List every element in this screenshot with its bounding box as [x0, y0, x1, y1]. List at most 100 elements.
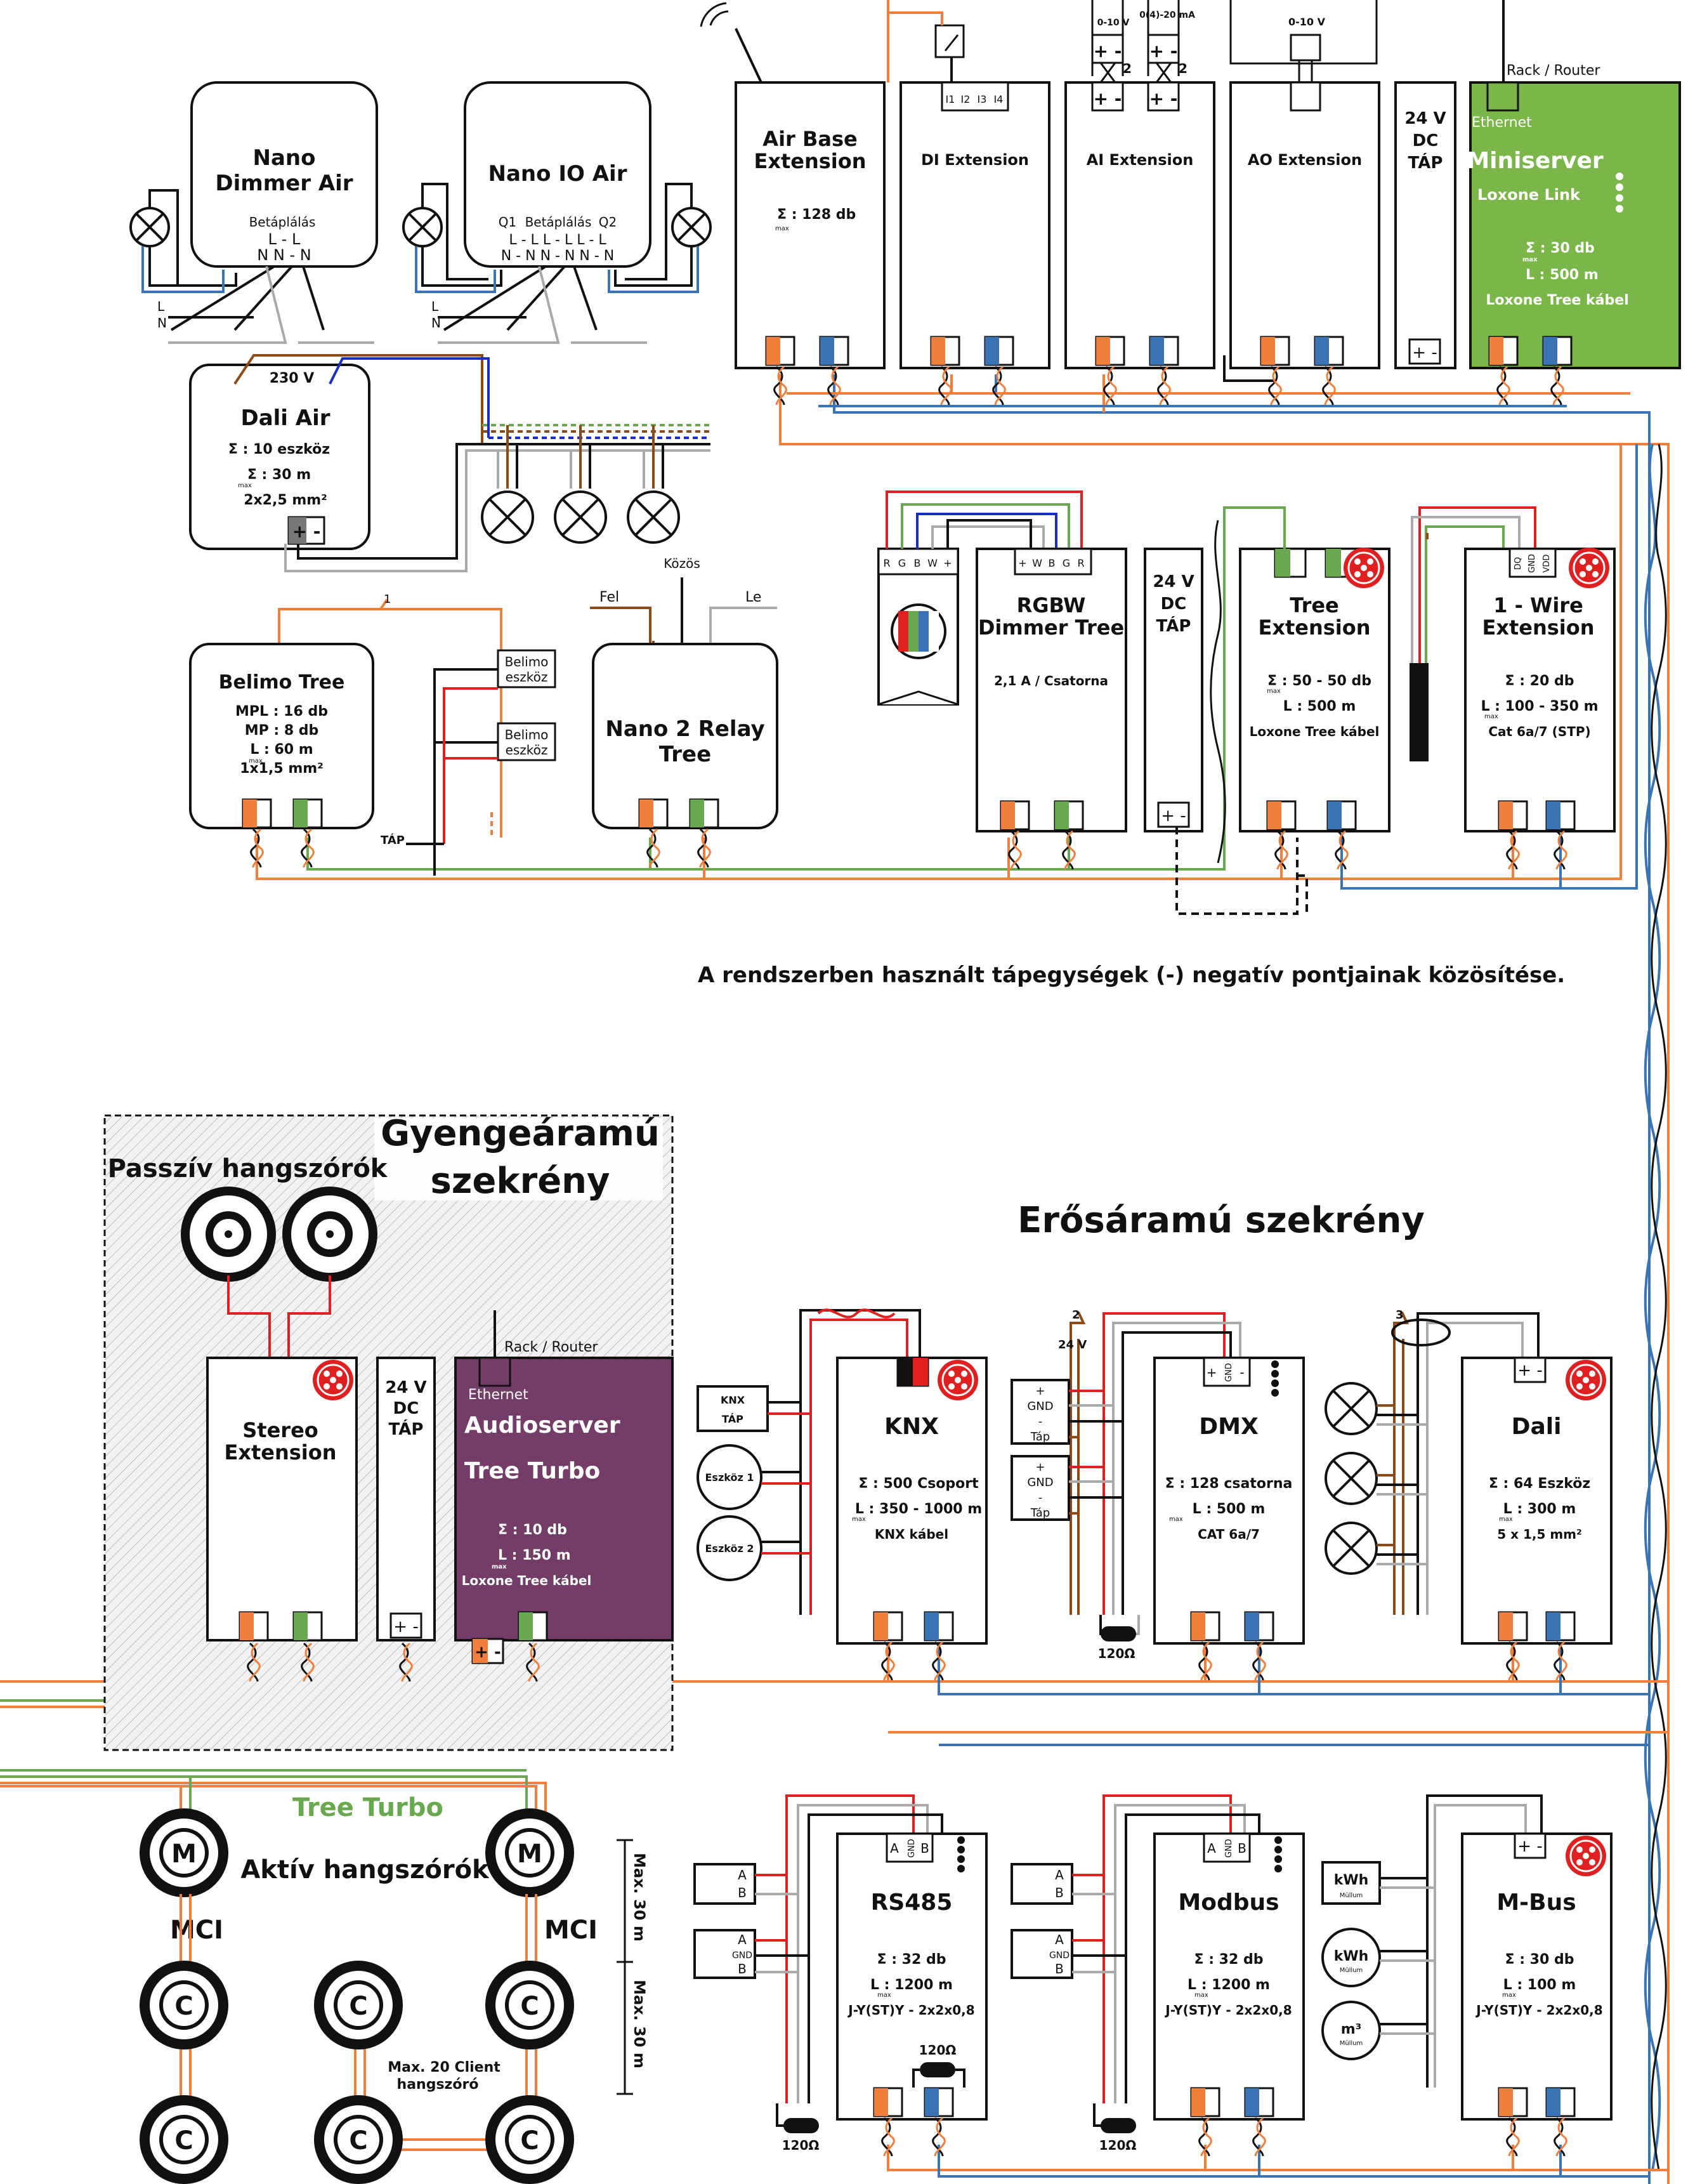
svg-text:GND: GND [1027, 1400, 1053, 1413]
svg-text:G: G [1063, 557, 1070, 569]
dali-extension: 3 + - Dali Σ : 64 Eszköz max L : 300 m 5… [1325, 1308, 1613, 1645]
svg-text:+ -: + - [1517, 1361, 1542, 1380]
svg-text:TÁP: TÁP [381, 833, 405, 847]
svg-text:Müllum: Müllum [1340, 1967, 1363, 1974]
rgbw-strip: R G B W + [877, 490, 1083, 706]
miniserver: Rack / Router Ethernet Miniserver Loxone… [1467, 0, 1681, 369]
svg-text:B: B [1055, 1961, 1064, 1977]
audioserver: Rack / Router Ethernet Audioserver Tree … [454, 1310, 674, 1683]
svg-text:2: 2 [1179, 61, 1187, 76]
svg-text:Σ : 32 db: Σ : 32 db [877, 1952, 946, 1968]
svg-text:Tree Turbo: Tree Turbo [292, 1793, 443, 1822]
tree-bus-right-riser [1644, 444, 1667, 2171]
svg-text:AO Extension: AO Extension [1248, 151, 1362, 169]
svg-text:I2: I2 [961, 93, 971, 105]
svg-text:CAT 6a/7: CAT 6a/7 [1198, 1527, 1260, 1542]
svg-text:Σ : 128 db: Σ : 128 db [777, 207, 856, 223]
svg-text:max: max [1502, 1992, 1516, 1999]
svg-text:B: B [1238, 1841, 1246, 1856]
svg-text:24 V: 24 V [385, 1378, 426, 1397]
speaker-m-icon: M [485, 1808, 574, 1897]
svg-text:TÁP: TÁP [1408, 152, 1443, 173]
svg-text:szekrény: szekrény [430, 1161, 610, 1202]
svg-text:Gyengeáramú: Gyengeáramú [381, 1113, 660, 1154]
svg-text:2x2,5 mm²: 2x2,5 mm² [244, 492, 327, 508]
svg-text:+ -: + - [1094, 41, 1122, 62]
svg-text:0(4)-20 mA: 0(4)-20 mA [1139, 10, 1195, 20]
svg-text:eszköz: eszköz [506, 742, 548, 758]
svg-text:-: - [1038, 1415, 1043, 1428]
svg-text:max: max [852, 1516, 866, 1523]
svg-text:Modbus: Modbus [1178, 1890, 1279, 1916]
svg-text:A: A [1207, 1841, 1216, 1856]
svg-text:C: C [520, 1992, 539, 2021]
svg-text:24 V: 24 V [1153, 572, 1194, 591]
svg-text:Dali: Dali [1512, 1414, 1562, 1440]
svg-text:L : 500 m: L : 500 m [1283, 699, 1356, 714]
svg-text:Extension: Extension [224, 1440, 336, 1464]
svg-text:+: + [1035, 1385, 1045, 1398]
tree-bus-top [779, 374, 1670, 2184]
svg-text:GND: GND [1027, 1476, 1053, 1489]
weak-current-cabinet: Gyengeáramú szekrény Passzív hangszórók … [103, 1113, 674, 1751]
svg-text:+ -: + - [1149, 41, 1178, 62]
svg-text:DC: DC [1161, 595, 1187, 614]
svg-text:Dimmer Air: Dimmer Air [215, 171, 353, 196]
dali-air: 230 V Dali Air Σ : 10 eszköz Σ : 30 m ma… [189, 354, 710, 572]
svg-text:DC: DC [393, 1399, 419, 1418]
speaker-c-icon: C [485, 1961, 574, 2049]
svg-text:Ethernet: Ethernet [468, 1387, 528, 1403]
common-negative-note: A rendszerben használt tápegységek (-) n… [698, 963, 1565, 988]
svg-text:Tree: Tree [659, 742, 711, 767]
svg-text:L : 100 - 350 m: L : 100 - 350 m [1481, 699, 1598, 714]
ai-extension: AI Extension + - + - + - + - 0-10 V 0(4)… [1064, 0, 1215, 369]
ao-extension: AO Extension 0-10 V [1223, 0, 1380, 382]
svg-text:DMX: DMX [1199, 1414, 1259, 1440]
svg-text:B: B [738, 1961, 747, 1977]
svg-text:C: C [349, 2126, 367, 2155]
svg-text:Air Base: Air Base [762, 127, 857, 151]
psu-weak: 24 V DC TÁP + - [376, 1357, 436, 1683]
svg-text:L: L [157, 299, 165, 314]
svg-text:+ -: + - [1149, 88, 1178, 109]
svg-text:max: max [492, 1563, 507, 1570]
svg-text:Cat 6a/7 (STP): Cat 6a/7 (STP) [1488, 724, 1590, 739]
svg-text:M-Bus: M-Bus [1496, 1890, 1576, 1916]
passive-speaker-icon [181, 1187, 276, 1282]
svg-text:+: + [943, 557, 952, 569]
antenna-icon [700, 2, 762, 83]
svg-text:1 - Wire: 1 - Wire [1493, 593, 1583, 617]
svg-text:Fel: Fel [599, 589, 619, 605]
svg-text:Belimo: Belimo [505, 654, 549, 669]
svg-text:max: max [1484, 713, 1498, 720]
svg-text:Σ : 32 db: Σ : 32 db [1194, 1952, 1264, 1968]
svg-text:GND: GND [1224, 1363, 1234, 1382]
tree-extension: Tree Extension Σ : 50 - 50 db max L : 50… [1224, 506, 1390, 832]
svg-text:MP : 8 db: MP : 8 db [245, 723, 319, 739]
svg-text:KNX: KNX [721, 1394, 745, 1406]
svg-text:W: W [1032, 557, 1042, 569]
svg-text:+ -: + - [292, 521, 321, 542]
svg-text:Max. 20 Client: Max. 20 Client [388, 2060, 501, 2075]
svg-text:+ -: + - [1094, 88, 1122, 109]
svg-text:3: 3 [1396, 1308, 1404, 1322]
modbus-extension: A B A GND B 120Ω A GND B Modbus Σ : 32 d… [1011, 1794, 1305, 2153]
svg-text:R: R [1077, 557, 1084, 569]
svg-text:KNX: KNX [884, 1414, 939, 1440]
svg-text:MCI: MCI [170, 1916, 223, 1945]
svg-text:GND: GND [1224, 1839, 1234, 1858]
svg-text:+ -: + - [1517, 1837, 1542, 1856]
speaker-c-icon: C [314, 2095, 403, 2184]
svg-text:Belimo: Belimo [505, 727, 549, 742]
svg-text:Max. 30 m: Max. 30 m [631, 1853, 648, 1942]
svg-text:A: A [890, 1841, 899, 1856]
svg-text:Max. 30 m: Max. 30 m [631, 1980, 648, 2069]
svg-text:M: M [517, 1839, 542, 1869]
svg-text:VDD: VDD [1542, 555, 1552, 573]
passive-speaker-icon [282, 1187, 377, 1282]
svg-text:L : 150 m: L : 150 m [498, 1548, 571, 1563]
svg-text:L : 350 - 1000 m: L : 350 - 1000 m [855, 1501, 982, 1517]
svg-text:2,1 A / Csatorna: 2,1 A / Csatorna [994, 673, 1108, 688]
temperature-sensor-icon [1410, 663, 1429, 761]
